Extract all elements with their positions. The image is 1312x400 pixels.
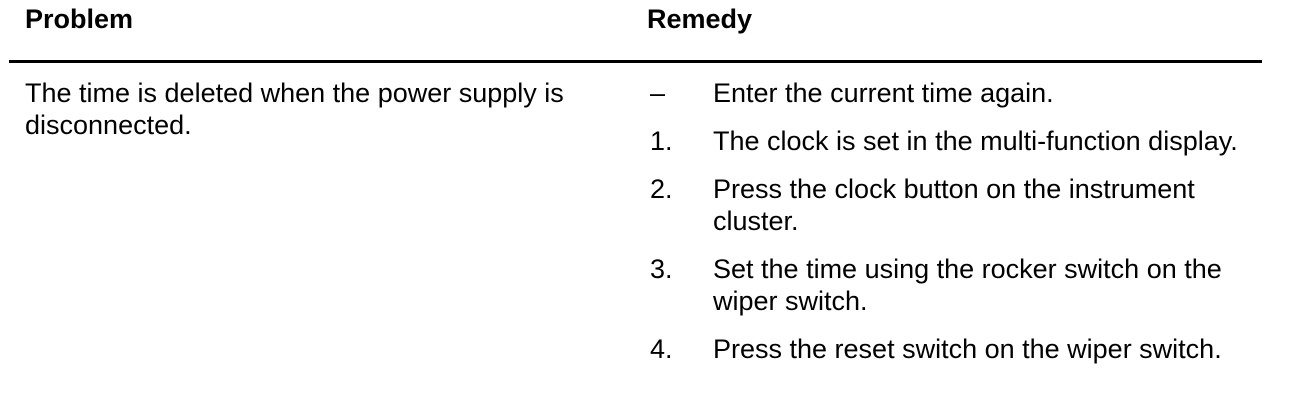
- remedy-item: 3. Set the time using the rocker switch …: [650, 253, 1312, 317]
- remedy-item-marker: 2.: [650, 174, 673, 204]
- remedy-item-text: Press the clock button on the instrument…: [713, 174, 1195, 236]
- table-header-row: Problem Remedy: [25, 3, 1312, 35]
- remedy-item-marker: 1.: [650, 126, 673, 156]
- remedy-item-marker: 3.: [650, 254, 673, 284]
- remedy-item-text: The clock is set in the multi-function d…: [713, 126, 1238, 156]
- column-header-remedy: Remedy: [647, 4, 753, 34]
- header-divider-line: [9, 60, 1262, 63]
- remedy-item-text: Enter the current time again.: [713, 78, 1054, 108]
- remedy-item-text: Press the reset switch on the wiper swit…: [713, 334, 1222, 364]
- remedy-item-marker: –: [650, 78, 666, 108]
- remedy-item: 2. Press the clock button on the instrum…: [650, 173, 1312, 237]
- remedy-list: – Enter the current time again. 1. The c…: [647, 77, 1312, 365]
- remedy-item-text: Set the time using the rocker switch on …: [713, 254, 1222, 316]
- remedy-cell: – Enter the current time again. 1. The c…: [647, 77, 1312, 381]
- problem-text: The time is deleted when the power suppl…: [25, 78, 564, 140]
- problem-cell: The time is deleted when the power suppl…: [25, 77, 647, 381]
- remedy-item: 1. The clock is set in the multi-functio…: [650, 125, 1312, 157]
- remedy-item: 4. Press the reset switch on the wiper s…: [650, 333, 1312, 365]
- table-row: The time is deleted when the power suppl…: [25, 77, 1312, 381]
- remedy-item-marker: 4.: [650, 334, 673, 364]
- remedy-item: – Enter the current time again.: [650, 77, 1312, 109]
- column-header-problem: Problem: [25, 4, 134, 34]
